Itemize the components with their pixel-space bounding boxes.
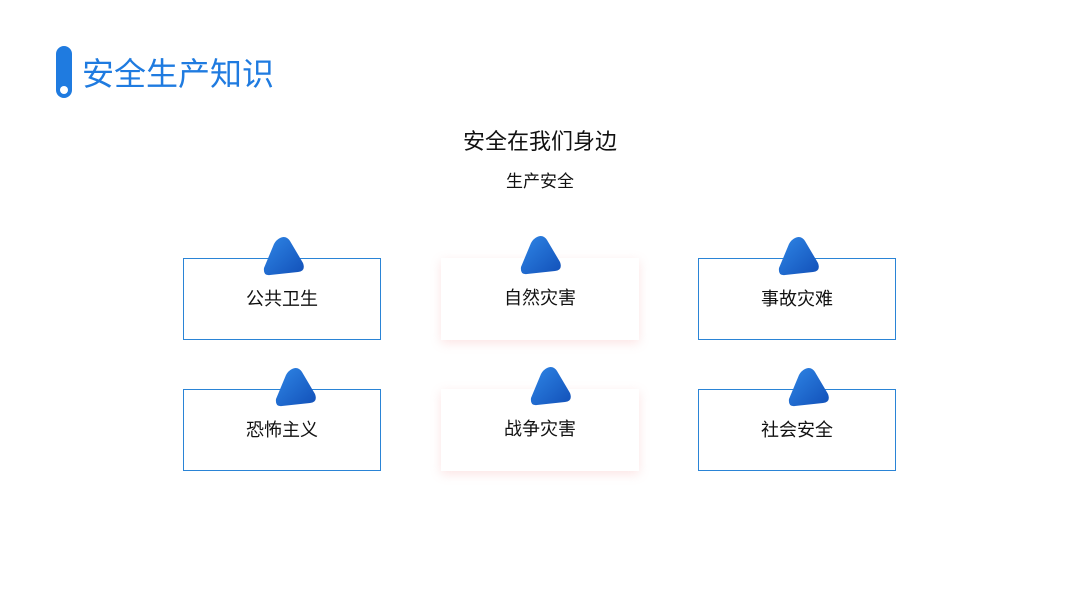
card-war-disaster[interactable]: 战争灾害 bbox=[441, 367, 639, 471]
card-label: 事故灾难 bbox=[761, 289, 833, 310]
card-public-health[interactable]: 公共卫生 bbox=[183, 237, 381, 340]
card-natural-disaster[interactable]: 自然灾害 bbox=[441, 236, 639, 340]
triangle-tab-icon bbox=[520, 236, 561, 275]
card-terrorism[interactable]: 恐怖主义 bbox=[183, 368, 381, 471]
triangle-tab-icon bbox=[778, 237, 819, 276]
card-label: 战争灾害 bbox=[504, 419, 576, 440]
card-label: 恐怖主义 bbox=[246, 420, 318, 441]
page-title: 安全生产知识 bbox=[82, 55, 275, 93]
card-label: 自然灾害 bbox=[504, 288, 576, 309]
triangle-tab-icon bbox=[263, 237, 304, 276]
title-accent-dot bbox=[60, 86, 68, 94]
triangle-tab-icon bbox=[275, 368, 316, 407]
card-label: 公共卫生 bbox=[246, 289, 318, 310]
triangle-tab-icon bbox=[530, 367, 571, 406]
triangle-tab-icon bbox=[788, 368, 829, 407]
title-accent-bar bbox=[56, 46, 72, 98]
section-subheading: 生产安全 bbox=[506, 172, 574, 192]
card-social-safety[interactable]: 社会安全 bbox=[698, 368, 896, 471]
section-heading: 安全在我们身边 bbox=[462, 130, 617, 155]
card-label: 社会安全 bbox=[761, 420, 833, 441]
card-accident-disaster[interactable]: 事故灾难 bbox=[698, 237, 896, 340]
